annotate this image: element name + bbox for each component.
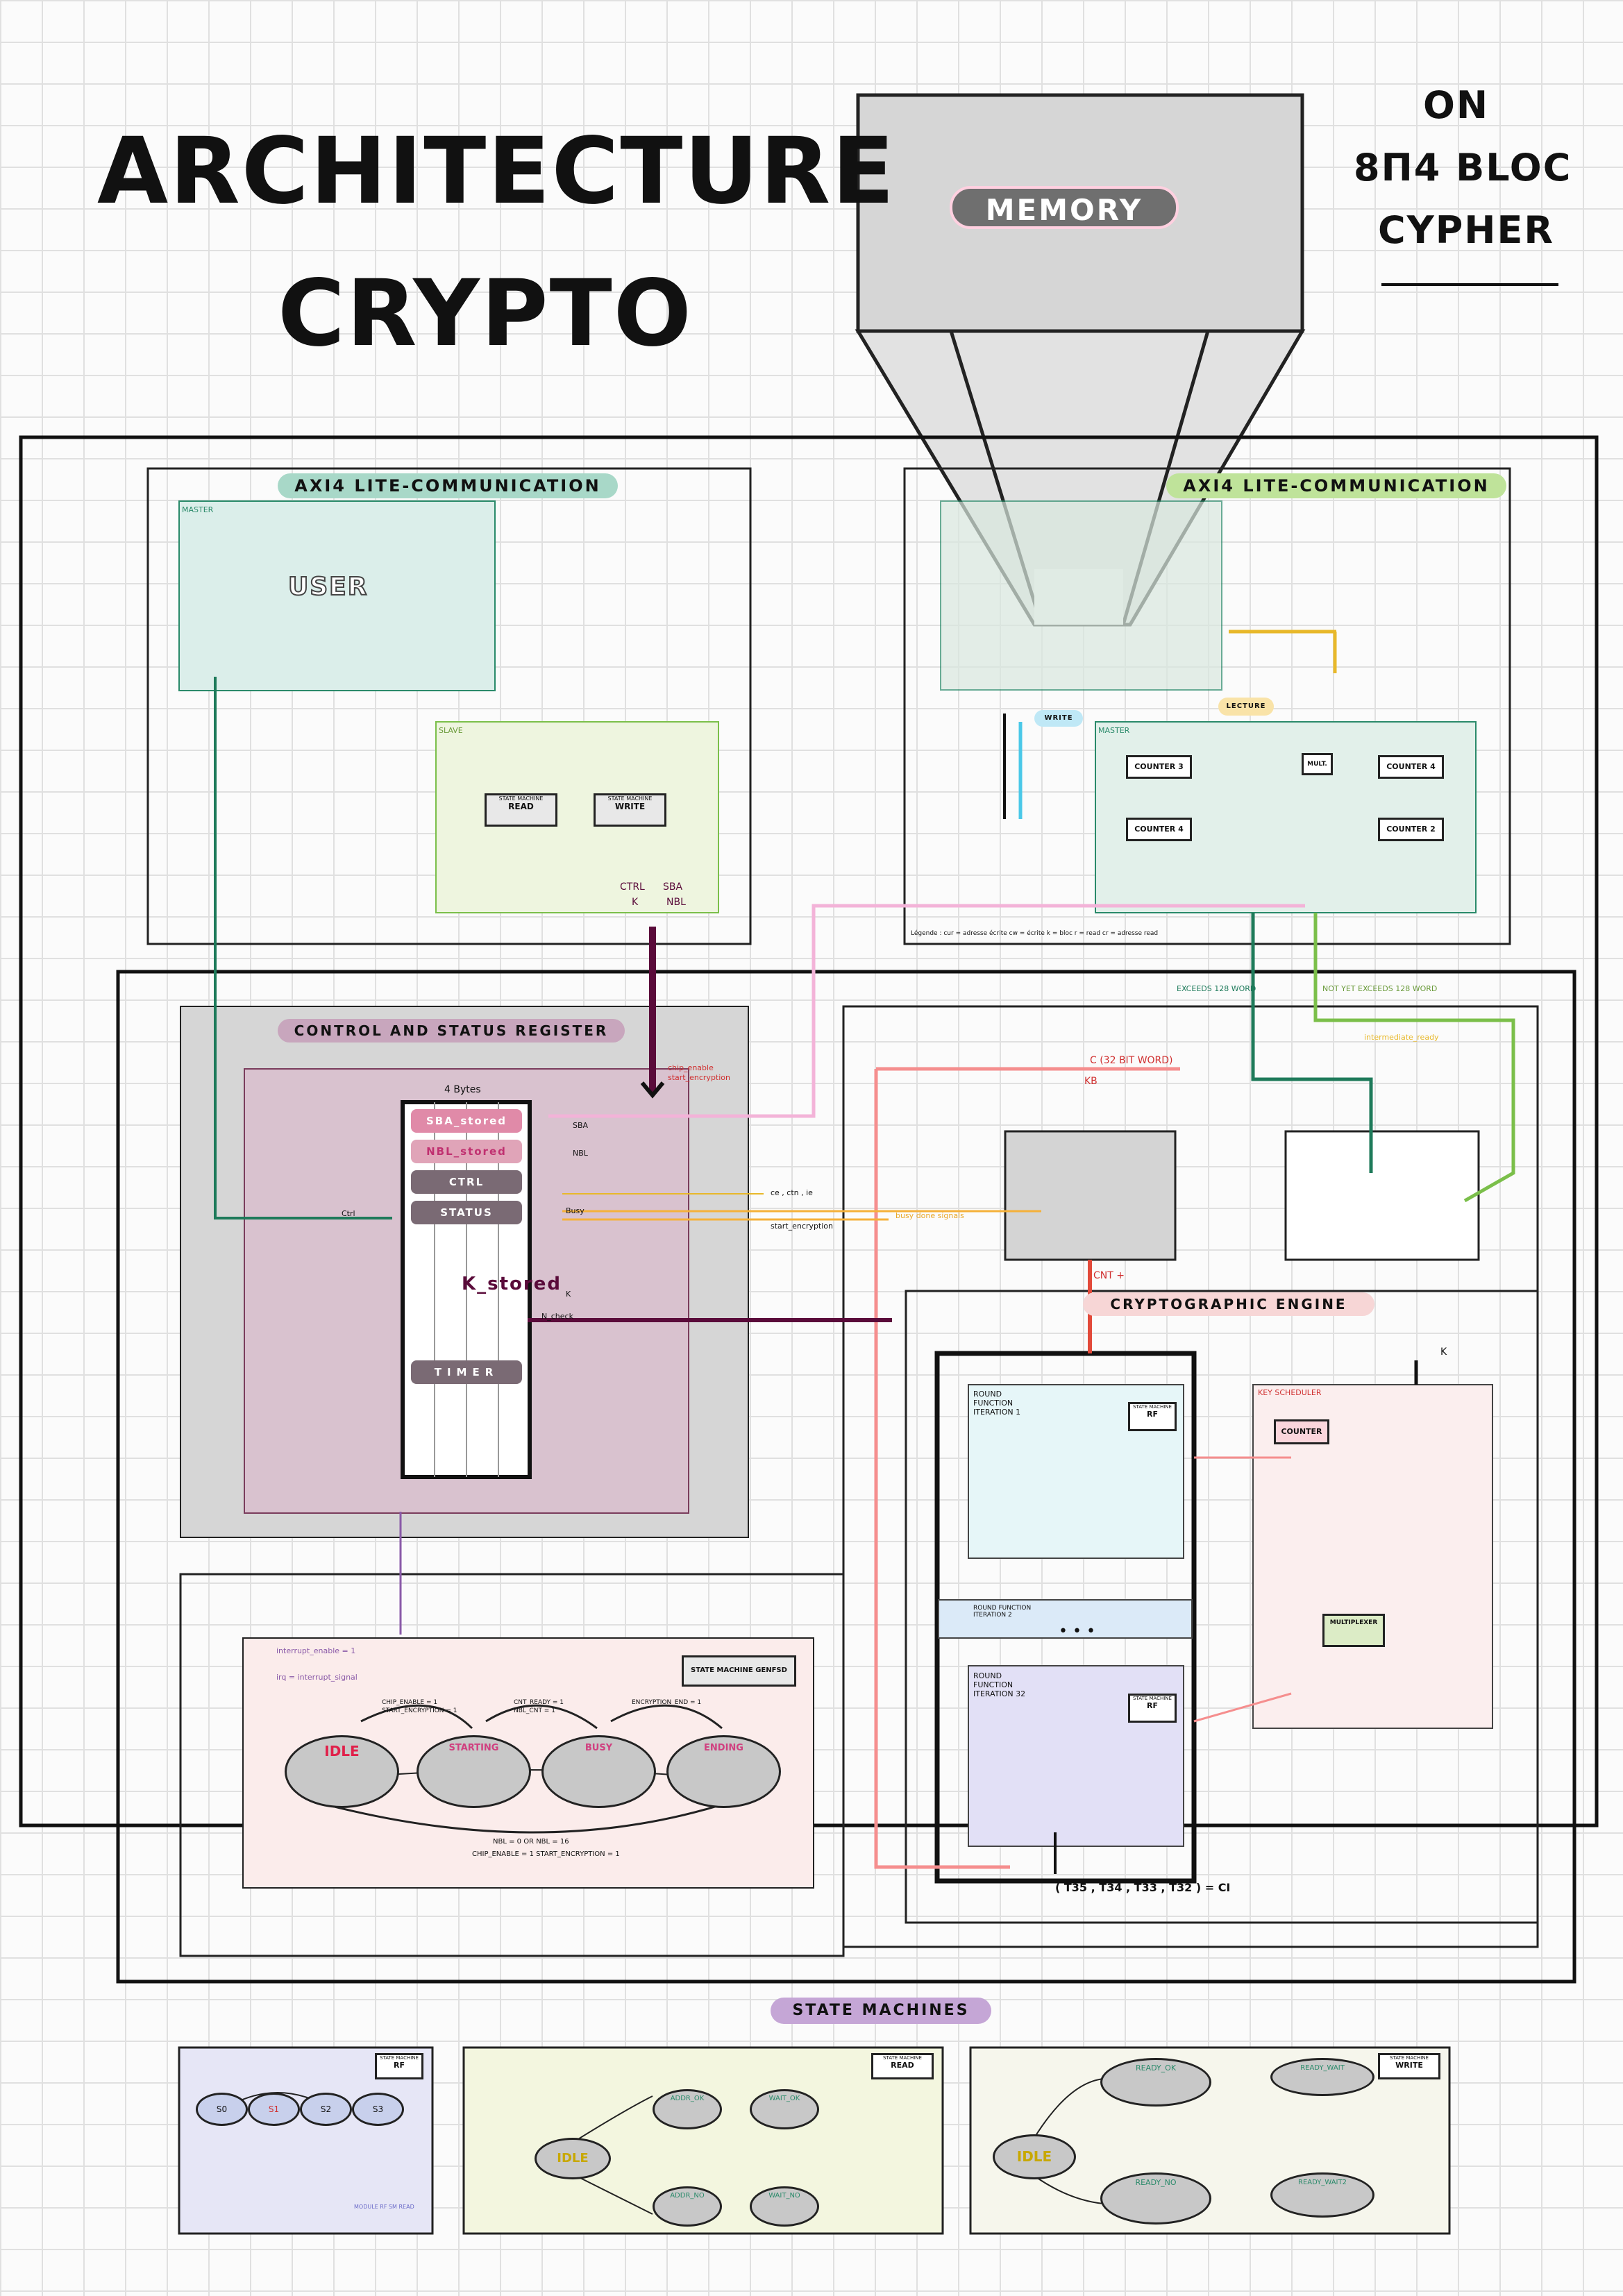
start-encryption-label: start_encryption — [668, 1073, 730, 1082]
busy-side-label: Busy — [566, 1206, 585, 1215]
fsm-title-box: STATE MACHINE GENFSD — [682, 1655, 796, 1687]
key-schedule-label: KEY SCHEDULER — [1258, 1388, 1322, 1397]
counter-box: COUNTER — [1274, 1419, 1329, 1444]
busy-done-label: busy done signals — [895, 1211, 964, 1220]
lecture-badge: LECTURE — [1218, 698, 1274, 716]
read-state-addr-no: ADDR_NO — [653, 2186, 722, 2227]
k-stored: K_stored — [462, 1274, 562, 1294]
counter3-box: COUNTER 3 — [1126, 755, 1192, 779]
state-busy: BUSY — [541, 1735, 656, 1808]
engine-k-label: K — [1440, 1347, 1447, 1358]
sm-write-box: STATE MACHINE WRITE — [594, 793, 666, 827]
engine-dots: • • • — [1059, 1623, 1095, 1640]
ctrl-in-label: Ctrl — [342, 1209, 355, 1218]
fsm-t1b: START_ENCRYPTION = 1 — [382, 1707, 457, 1714]
counter2-box: COUNTER 2 — [1378, 818, 1444, 841]
write-state-ready-no: READY_NO — [1100, 2172, 1211, 2225]
irq-label: irq = interrupt_signal — [276, 1673, 358, 1682]
round1-label: ROUND FUNCTION ITERATION 1 — [973, 1390, 1036, 1417]
nbl-label: NBL — [666, 897, 686, 908]
sba-side-label: SBA — [573, 1121, 588, 1130]
nbl-side-label: NBL — [573, 1149, 588, 1158]
fsm-t4: NBL = 0 OR NBL = 16 — [493, 1838, 569, 1846]
left-master-label: MASTER — [182, 505, 213, 514]
memory-label: MEMORY — [950, 186, 1179, 229]
c-word-label: C (32 BIT WORD) — [1090, 1055, 1173, 1066]
csr-title: CONTROL AND STATUS REGISTER — [278, 1019, 625, 1043]
reg-sba: SBA_stored — [411, 1109, 522, 1133]
state-starting: STARTING — [417, 1735, 531, 1808]
read-state-wait-no: WAIT_NO — [750, 2186, 819, 2227]
k-side-label: K — [566, 1290, 571, 1299]
sm-rf-1: STATE MACHINERF — [1128, 1402, 1177, 1431]
rf-state-s0: S0 — [196, 2093, 248, 2126]
ce-label: ce , ctn , ie — [771, 1188, 813, 1197]
csr-width-label: 4 Bytes — [444, 1084, 481, 1095]
subtitle-line3: CYPHER — [1378, 208, 1554, 252]
read-state-addr-ok: ADDR_OK — [653, 2089, 722, 2129]
n-check-label: N_check — [541, 1312, 573, 1321]
round2-label: ROUND FUNCTION ITERATION 2 — [973, 1605, 1036, 1619]
right-master-label: MASTER — [1098, 726, 1129, 735]
sm-rf-32: STATE MACHINERF — [1128, 1694, 1177, 1723]
read-state-wait-ok: WAIT_OK — [750, 2089, 819, 2129]
axi-legend: Légende : cur = adresse écrite cw = écri… — [911, 930, 1158, 937]
timer-register: TIMER — [411, 1360, 522, 1384]
ctrl-label: CTRL — [620, 881, 645, 893]
k-label: K — [632, 897, 638, 908]
page-title-line2: CRYPTO — [278, 260, 693, 367]
write-state-ready-ok: READY_OK — [1100, 2058, 1211, 2107]
state-idle: IDLE — [285, 1735, 399, 1808]
right-axi-title: AXI4 LITE-COMMUNICATION — [1166, 473, 1506, 498]
fsm-t2: CNT_READY = 1 — [514, 1699, 564, 1706]
sba-label: SBA — [663, 881, 682, 893]
sm-read-title: STATE MACHINEREAD — [871, 2053, 934, 2079]
engine-title: CRYPTOGRAPHIC ENGINE — [1083, 1292, 1374, 1316]
rf-state-s1: S1 — [248, 2093, 300, 2126]
write-state-ready-wait2: READY_WAIT2 — [1270, 2172, 1374, 2218]
chip-enable-label: chip_enable — [668, 1063, 714, 1072]
user-label: USER — [288, 573, 368, 601]
exceeds-label: EXCEEDS 128 WORD — [1177, 984, 1256, 993]
engine-output: ( T35 , T34 , T33 , T32 ) = CI — [1055, 1881, 1230, 1894]
state-ending: ENDING — [666, 1735, 781, 1808]
sm-read-box: STATE MACHINE READ — [485, 793, 557, 827]
not-exceeds-label: NOT YET EXCEEDS 128 WORD — [1322, 984, 1437, 993]
write-state-idle: IDLE — [993, 2134, 1076, 2179]
write-badge: WRITE — [1034, 710, 1083, 727]
kb-label: KB — [1084, 1076, 1098, 1087]
subtitle-line1: ON — [1423, 83, 1489, 127]
fsm-t2b: NBL_CNT = 1 — [514, 1707, 555, 1714]
fsm-t1: CHIP_ENABLE = 1 — [382, 1699, 437, 1706]
read-state-idle: IDLE — [535, 2138, 611, 2179]
reg-ctrl: CTRL — [411, 1170, 522, 1194]
subtitle-line2: 8Π4 BLOC — [1354, 146, 1572, 189]
round32-label: ROUND FUNCTION ITERATION 32 — [973, 1671, 1036, 1698]
sm-write-title: STATE MACHINEWRITE — [1378, 2053, 1440, 2079]
intermediate-label: intermediate_ready — [1364, 1033, 1439, 1042]
counter4a-box: COUNTER 4 — [1126, 818, 1192, 841]
sm-rf-title: STATE MACHINERF — [375, 2053, 423, 2079]
mult-box: MULT. — [1302, 753, 1333, 775]
left-slave-label: SLAVE — [439, 726, 463, 735]
reg-nbl: NBL_stored — [411, 1140, 522, 1163]
fsm-t5: CHIP_ENABLE = 1 START_ENCRYPTION = 1 — [472, 1850, 620, 1858]
page-title-line1: ARCHITECTURE — [97, 118, 895, 225]
write-state-ready-wait: READY_WAIT — [1270, 2058, 1374, 2096]
left-axi-title: AXI4 LITE-COMMUNICATION — [278, 473, 618, 498]
start-enc-label: start_encryption — [771, 1222, 833, 1231]
rf-module-label: MODULE RF SM READ — [354, 2204, 414, 2210]
rf-state-s2: S2 — [300, 2093, 352, 2126]
multiplexer-box: MULTIPLEXER — [1322, 1614, 1385, 1647]
state-machines-title: STATE MACHINES — [771, 1998, 991, 2024]
interrupt-enable-label: interrupt_enable = 1 — [276, 1646, 355, 1655]
fsm-t3: ENCRYPTION_END = 1 — [632, 1699, 701, 1706]
rf-state-s3: S3 — [352, 2093, 404, 2126]
reg-status: STATUS — [411, 1201, 522, 1224]
counter4b-box: COUNTER 4 — [1378, 755, 1444, 779]
cnt-label: CNT + — [1093, 1270, 1125, 1281]
